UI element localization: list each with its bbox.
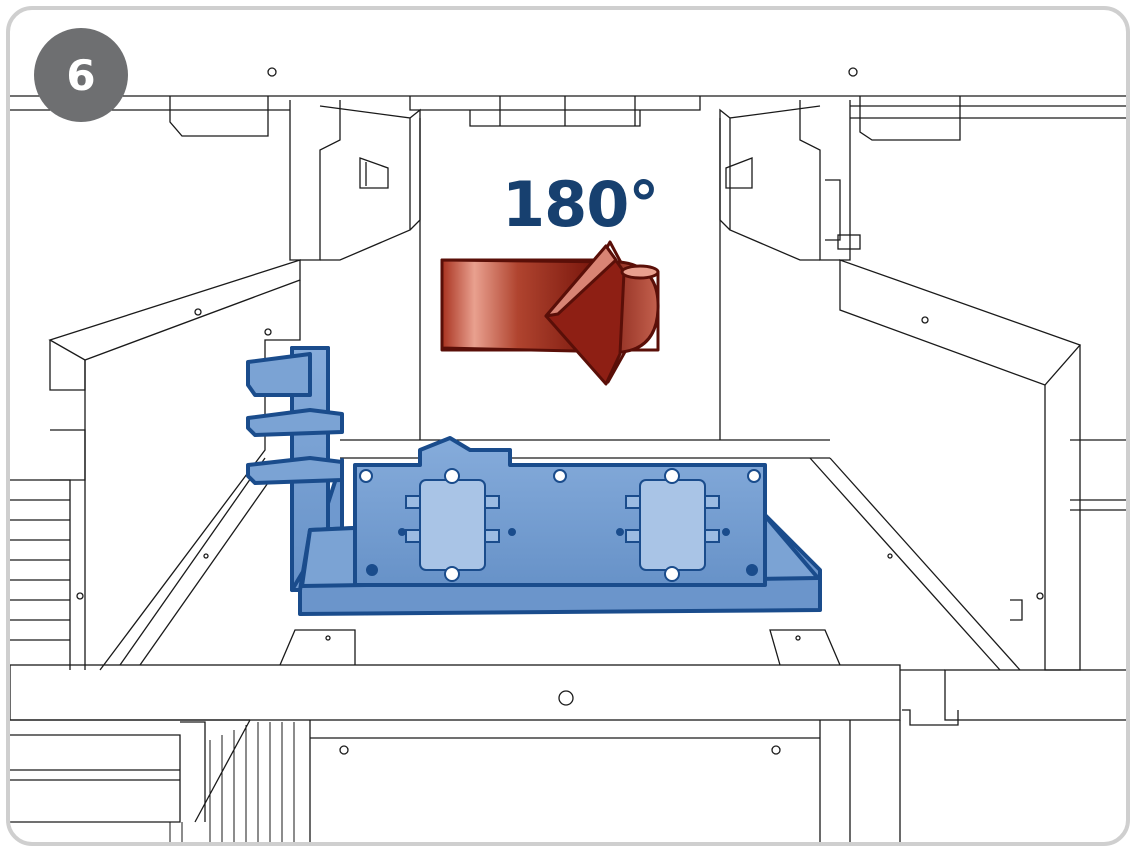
step-number-badge: 6: [34, 28, 128, 122]
rotate-arrow-icon: [440, 240, 660, 386]
step-number: 6: [66, 50, 96, 100]
illustration-frame: 6 180°: [6, 6, 1130, 846]
chassis-lines: [10, 67, 1126, 842]
machine-chassis-drawing: [10, 67, 1126, 842]
filter-modules: [359, 468, 761, 582]
rotation-angle-label: 180°: [502, 168, 659, 241]
highlighted-bracket-part: [246, 346, 822, 616]
